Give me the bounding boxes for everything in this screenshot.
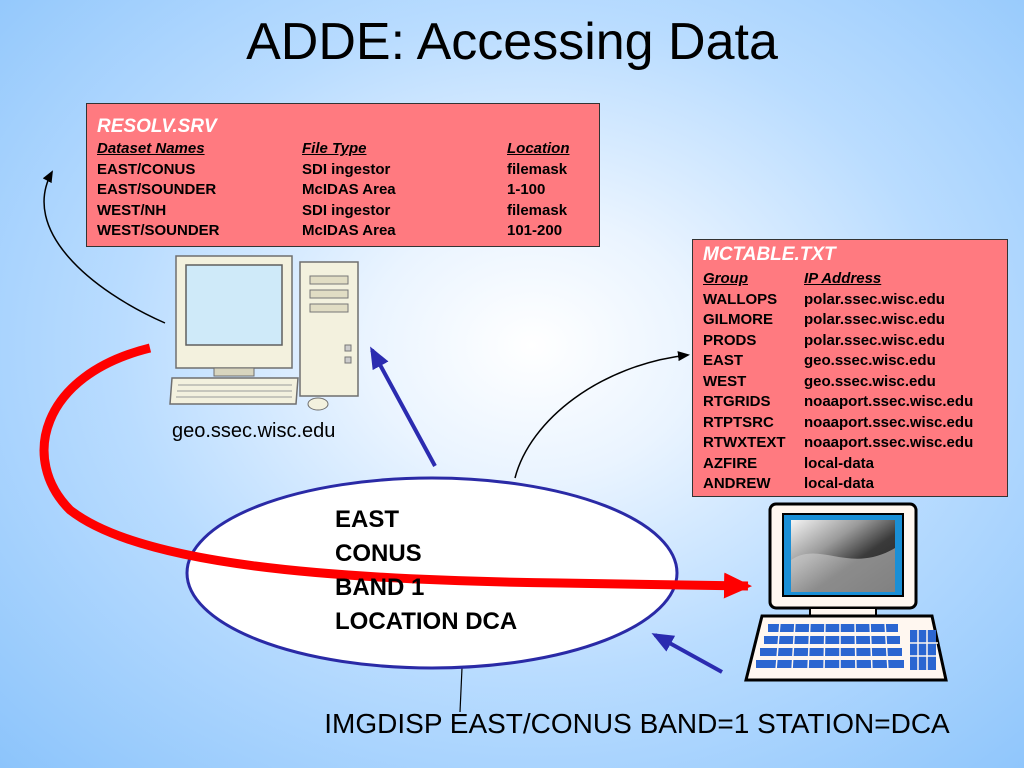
table-row: EAST/SOUNDER McIDAS Area 1-100: [97, 180, 570, 201]
file-type-cell: SDI ingestor: [302, 160, 391, 178]
table-row: RTWXTEXT noaaport.ssec.wisc.edu: [703, 433, 973, 454]
dataset-name-cell: EAST/SOUNDER: [97, 181, 217, 198]
request-parameters: EAST CONUS BAND 1 LOCATION DCA: [335, 503, 517, 639]
dataset-name-cell: EAST/CONUS: [97, 160, 196, 178]
table-row: RTGRIDS noaaport.ssec.wisc.edu: [703, 392, 973, 413]
request-line: BAND 1: [335, 574, 425, 601]
column-header-location: Location: [507, 140, 570, 157]
table-row: EAST geo.ssec.wisc.edu: [703, 351, 973, 372]
column-header-dataset-names: Dataset Names: [97, 140, 205, 157]
resolv-srv-grid: Dataset Names File Type Location EAST/CO…: [97, 139, 570, 242]
column-header-group: Group: [703, 270, 748, 287]
group-cell: EAST: [703, 352, 744, 369]
group-cell: WALLOPS: [703, 290, 778, 308]
location-cell: filemask: [507, 201, 568, 219]
location-cell: 1-100: [507, 181, 546, 198]
column-header-file-type: File Type: [302, 140, 367, 157]
file-type-cell: SDI ingestor: [302, 201, 391, 219]
file-type-cell: McIDAS Area: [302, 222, 396, 239]
table-row: EAST/CONUS SDI ingestor filemask: [97, 160, 570, 181]
ip-address-cell: polar.ssec.wisc.edu: [804, 290, 945, 308]
ellipse-to-server-arrow: [370, 346, 437, 467]
group-cell: RTGRIDS: [703, 393, 771, 410]
table-row: WEST geo.ssec.wisc.edu: [703, 372, 973, 393]
group-cell: GILMORE: [703, 311, 773, 328]
group-cell: WEST: [703, 372, 747, 390]
resolv-link-arrow: [42, 170, 166, 324]
table-row: WEST/NH SDI ingestor filemask: [97, 201, 570, 222]
table-row: AZFIRE local-data: [703, 454, 973, 475]
request-line: EAST: [335, 506, 400, 533]
table-row: WALLOPS polar.ssec.wisc.edu: [703, 290, 973, 311]
command-leader-line: [459, 667, 463, 713]
slide-title: ADDE: Accessing Data: [246, 13, 778, 71]
client-to-ellipse-arrow: [651, 633, 723, 674]
ip-address-cell: polar.ssec.wisc.edu: [804, 331, 945, 349]
column-header-ip-address: IP Address: [804, 270, 882, 287]
group-cell: AZFIRE: [703, 454, 758, 472]
ip-address-cell: noaaport.ssec.wisc.edu: [804, 393, 974, 410]
mctable-txt-heading: MCTABLE.TXT: [703, 244, 836, 265]
request-ellipse: [185, 476, 679, 670]
server-hostname-label: geo.ssec.wisc.edu: [172, 420, 336, 442]
data-flow-arrow: [39, 343, 752, 599]
location-cell: 101-200: [507, 222, 563, 239]
ip-address-cell: noaaport.ssec.wisc.edu: [804, 434, 974, 451]
table-row: ANDREW local-data: [703, 474, 973, 495]
ip-address-cell: local-data: [804, 454, 875, 472]
resolv-srv-table: RESOLV.SRV Dataset Names File Type Locat…: [86, 103, 600, 247]
command-text: IMGDISP EAST/CONUS BAND=1 STATION=DCA: [324, 708, 950, 739]
request-line: CONUS: [335, 540, 422, 567]
mctable-link-arrow: [514, 351, 690, 479]
ip-address-cell: noaaport.ssec.wisc.edu: [804, 413, 974, 431]
mctable-txt-grid: Group IP Address WALLOPS polar.ssec.wisc.…: [703, 269, 973, 495]
location-cell: filemask: [507, 160, 568, 178]
mctable-txt-table: MCTABLE.TXT Group IP Address WALLOPS pola…: [692, 239, 1008, 497]
dataset-name-cell: WEST/NH: [97, 201, 167, 219]
resolv-srv-heading: RESOLV.SRV: [97, 116, 217, 137]
ip-address-cell: geo.ssec.wisc.edu: [804, 372, 936, 390]
file-type-cell: McIDAS Area: [302, 181, 396, 198]
table-row: RTPTSRC noaaport.ssec.wisc.edu: [703, 413, 973, 434]
ip-address-cell: local-data: [804, 475, 875, 492]
group-cell: ANDREW: [703, 475, 771, 492]
table-row: WEST/SOUNDER McIDAS Area 101-200: [97, 221, 570, 242]
group-cell: PRODS: [703, 331, 757, 349]
ip-address-cell: geo.ssec.wisc.edu: [804, 352, 936, 369]
table-row: PRODS polar.ssec.wisc.edu: [703, 331, 973, 352]
group-cell: RTPTSRC: [703, 413, 774, 431]
ip-address-cell: polar.ssec.wisc.edu: [804, 311, 945, 328]
dataset-name-cell: WEST/SOUNDER: [97, 222, 220, 239]
table-row: GILMORE polar.ssec.wisc.edu: [703, 310, 973, 331]
request-line: LOCATION DCA: [335, 608, 518, 635]
group-cell: RTWXTEXT: [703, 434, 786, 451]
